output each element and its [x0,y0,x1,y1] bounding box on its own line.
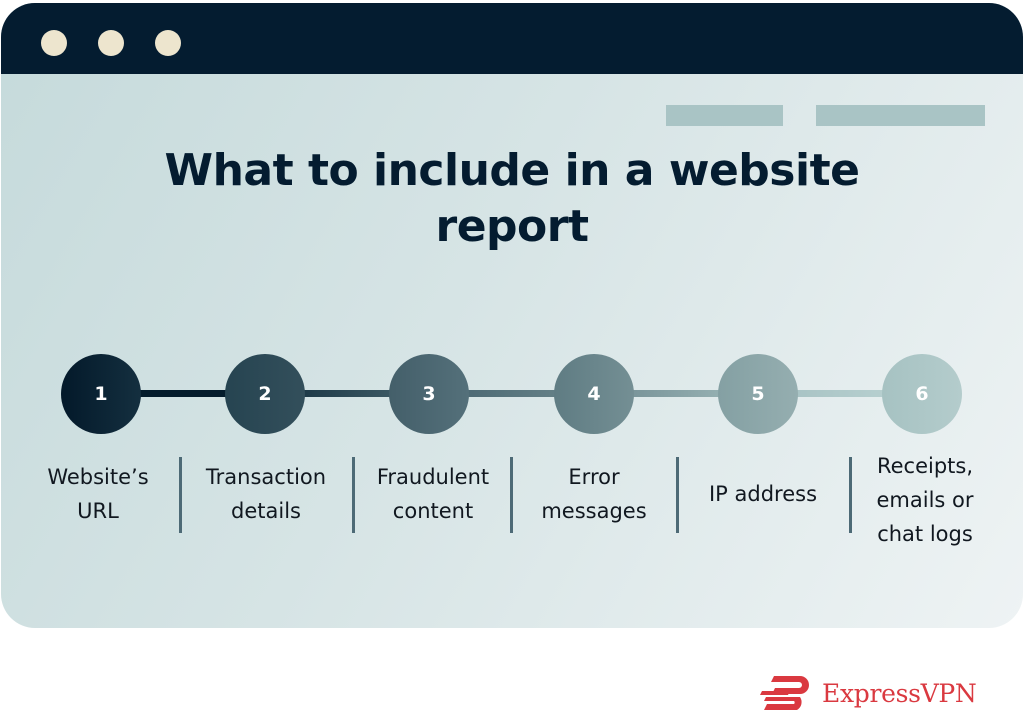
connector-4-5 [632,390,720,397]
placeholder-bar-1 [666,105,783,126]
step-5-label-line-1: IP address [708,482,818,506]
connector-1-2 [140,390,228,397]
step-2-number: 2 [258,383,272,405]
step-6-circle: 6 [882,354,962,434]
connector-5-6 [796,390,884,397]
page-title: What to include in a website report [0,143,1024,255]
expressvpn-logo-icon [760,676,809,710]
step-5-number: 5 [751,383,765,405]
window-control-dot-3 [155,30,181,56]
step-3-number: 3 [422,383,436,405]
window-control-dot-1 [41,30,67,56]
step-4-label-line-2: messages [541,499,647,523]
step-3-label-line-2: content [392,499,474,523]
connector-3-4 [468,390,556,397]
step-4-label: Error messages [518,460,670,528]
step-5-circle: 5 [718,354,798,434]
step-1-number: 1 [94,383,108,405]
step-5-label: IP address [682,477,844,511]
separator-5 [849,457,852,533]
step-2-circle: 2 [225,354,305,434]
window-titlebar [1,3,1023,74]
step-3-label: Fraudulent content [358,460,508,528]
step-6-number: 6 [915,383,929,405]
separator-3 [510,457,513,533]
step-3-label-line-1: Fraudulent [376,465,490,489]
step-1-label: Website’s URL [28,460,168,528]
step-4-label-line-1: Error [568,465,620,489]
step-1-circle: 1 [61,354,141,434]
step-2-label-line-1: Transaction [205,465,327,489]
expressvpn-logo: ExpressVPN [760,673,977,713]
step-4-circle: 4 [554,354,634,434]
separator-1 [179,457,182,533]
step-2-label: Transaction details [186,460,346,528]
step-1-label-line-2: URL [77,499,119,523]
separator-4 [676,457,679,533]
step-6-label: Receipts, emails or chat logs [856,449,994,551]
step-6-label-line-2: emails or [876,488,974,512]
window-control-dot-2 [98,30,124,56]
expressvpn-wordmark: ExpressVPN [822,678,977,708]
step-1-label-line-1: Website’s [47,465,149,489]
title-line-2: report [435,201,590,252]
separator-2 [352,457,355,533]
step-6-label-line-3: chat logs [877,522,973,546]
title-line-1: What to include in a website [164,145,860,196]
step-2-label-line-2: details [231,499,301,523]
step-3-circle: 3 [389,354,469,434]
step-6-label-line-1: Receipts, [876,454,974,478]
step-4-number: 4 [587,383,601,405]
placeholder-bar-2 [816,105,985,126]
connector-2-3 [304,390,392,397]
